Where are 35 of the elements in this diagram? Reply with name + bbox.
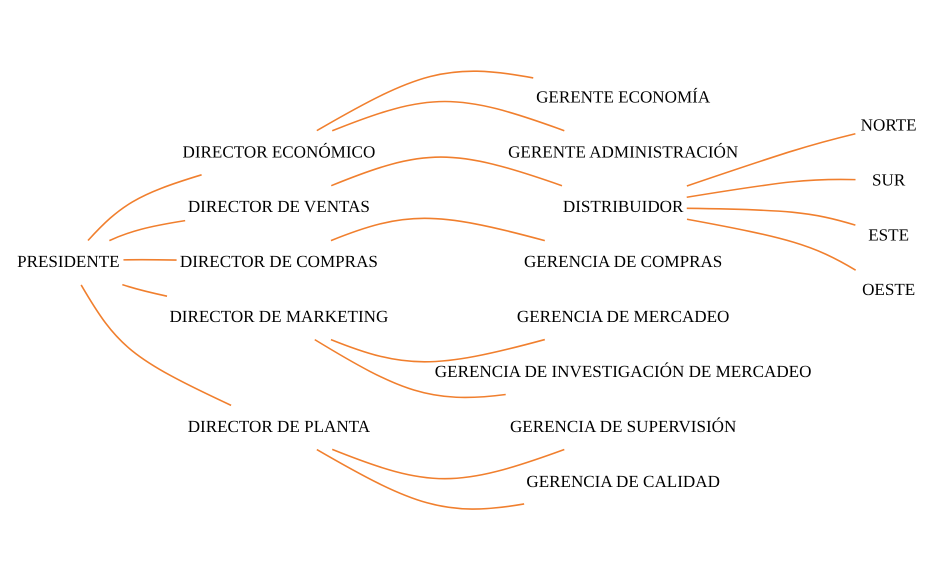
connector bbox=[332, 448, 565, 480]
node-text: DIRECTOR DE VENTAS bbox=[188, 197, 370, 216]
connector bbox=[686, 208, 856, 226]
node-text: PRESIDENTE bbox=[17, 252, 120, 272]
connector bbox=[80, 284, 232, 406]
connector bbox=[686, 132, 856, 187]
node-text: DIRECTOR DE COMPRAS bbox=[180, 252, 378, 272]
node-text: GERENCIA DE INVESTIGACIÓN DE MERCADEO bbox=[434, 362, 812, 382]
node-text: SUR bbox=[872, 170, 906, 190]
node-text: GERENTE ECONOMÍA bbox=[536, 87, 710, 106]
node-text: GERENCIA DE CALIDAD bbox=[526, 472, 720, 491]
node-text: DIRECTOR DE PLANTA bbox=[188, 416, 370, 436]
connector bbox=[686, 218, 856, 271]
node-text: OESTE bbox=[862, 280, 916, 300]
node-text: DIRECTOR DE MARKETING bbox=[169, 307, 388, 326]
node-text: ESTE bbox=[868, 225, 910, 244]
connector bbox=[109, 220, 186, 242]
connector bbox=[314, 338, 506, 398]
connector bbox=[122, 284, 168, 297]
node-text: GERENCIA DE SUPERVISIÓN bbox=[510, 416, 736, 436]
connector bbox=[316, 70, 534, 132]
node-text: NORTE bbox=[860, 115, 917, 134]
node-text: GERENTE ADMINISTRACIÓN bbox=[508, 142, 738, 162]
connector bbox=[123, 258, 177, 261]
node-text: DISTRIBUIDOR bbox=[562, 197, 684, 216]
connector bbox=[330, 218, 545, 242]
connector bbox=[316, 448, 524, 510]
connector bbox=[87, 174, 202, 242]
connector bbox=[686, 178, 856, 198]
node-text: GERENCIA DE MERCADEO bbox=[516, 307, 730, 326]
node-text: GERENCIA DE COMPRAS bbox=[524, 252, 722, 272]
connector bbox=[330, 338, 545, 363]
connector bbox=[330, 156, 562, 186]
node-text: DIRECTOR ECONÓMICO bbox=[182, 142, 376, 162]
connector bbox=[332, 100, 565, 132]
